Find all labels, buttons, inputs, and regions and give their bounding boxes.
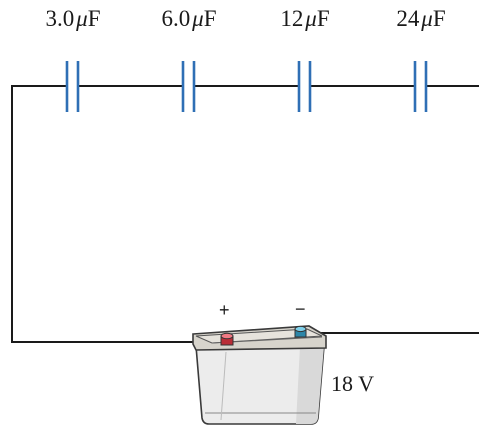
negative-symbol: − bbox=[295, 299, 306, 319]
battery-front-edge bbox=[220, 351, 227, 421]
capacitor-1-value: 3.0 bbox=[45, 6, 75, 31]
circuit-wires bbox=[11, 85, 479, 343]
capacitor-4-unit: F bbox=[432, 6, 446, 31]
battery-icon bbox=[192, 325, 327, 425]
capacitor-1-unit-prefix: μ bbox=[76, 6, 88, 31]
capacitor-2-unit-prefix: μ bbox=[192, 6, 204, 31]
capacitor-4-value: 24 bbox=[396, 6, 420, 31]
capacitor-2 bbox=[181, 61, 196, 112]
capacitor-3-label: 12 μF bbox=[280, 6, 329, 32]
capacitor-3-unit: F bbox=[316, 6, 330, 31]
capacitor-2-unit: F bbox=[203, 6, 217, 31]
battery-body-shade bbox=[296, 346, 324, 424]
capacitor-2-label: 6.0 μF bbox=[161, 6, 216, 32]
capacitor-1-unit: F bbox=[87, 6, 101, 31]
capacitor-3-value: 12 bbox=[280, 6, 304, 31]
capacitor-3 bbox=[297, 61, 312, 112]
capacitor-1-label: 3.0 μF bbox=[45, 6, 100, 32]
capacitor-4 bbox=[413, 61, 428, 112]
capacitor-4-label: 24 μF bbox=[396, 6, 445, 32]
negative-terminal bbox=[294, 325, 307, 338]
capacitor-4-unit-prefix: μ bbox=[421, 6, 433, 31]
positive-terminal-top bbox=[220, 332, 234, 340]
positive-symbol: + bbox=[219, 300, 230, 320]
capacitor-1 bbox=[65, 61, 80, 112]
negative-terminal-top bbox=[294, 325, 307, 333]
capacitor-3-unit-prefix: μ bbox=[305, 6, 317, 31]
battery-voltage-label: 18 V bbox=[331, 371, 374, 396]
positive-terminal bbox=[220, 332, 234, 346]
capacitor-2-value: 6.0 bbox=[161, 6, 191, 31]
